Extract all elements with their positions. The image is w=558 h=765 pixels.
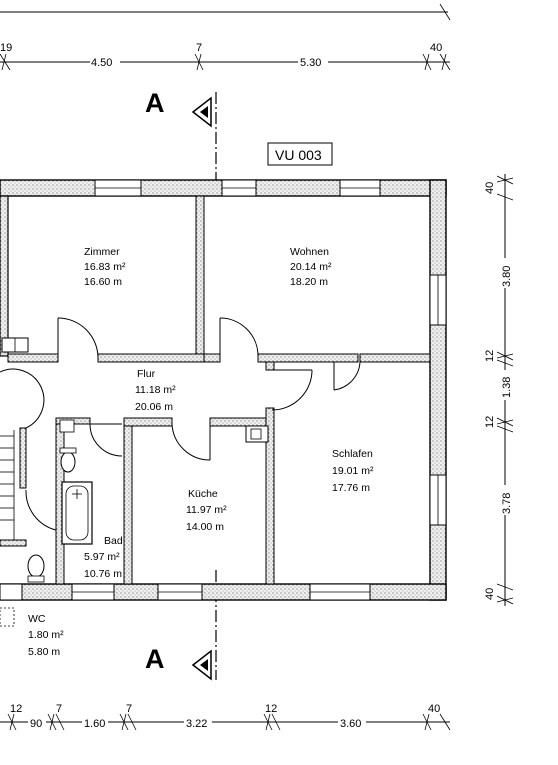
dim-bottom-4: 7: [126, 703, 132, 715]
dim-bottom-5: 3.22: [186, 718, 207, 730]
dim-bottom-1: 90: [30, 718, 42, 730]
dim-top-2: 7: [196, 42, 202, 54]
room-name: Zimmer: [84, 246, 120, 258]
room-name: Flur: [137, 368, 156, 380]
dim-bottom-3: 1.60: [84, 718, 105, 730]
dim-right-6: 40: [484, 588, 496, 600]
room-schlafen: Schlafen 19.01 m² 17.76 m: [332, 448, 374, 494]
room-wc: WC 1.80 m² 5.80 m: [28, 613, 64, 658]
room-bad: Bad 5.97 m² 10.76 m: [84, 535, 123, 580]
dim-right-4: 12: [484, 416, 496, 428]
room-area: 5.97 m²: [84, 551, 120, 563]
dim-top-3: 5.30: [300, 57, 321, 69]
room-perimeter: 16.60 m: [84, 276, 122, 288]
walls: [0, 179, 447, 601]
room-wohnen: Wohnen 20.14 m² 18.20 m: [290, 246, 332, 288]
room-zimmer: Zimmer 16.83 m² 16.60 m: [84, 246, 126, 288]
dim-bottom-7: 3.60: [340, 718, 361, 730]
dim-bottom-2: 7: [56, 703, 62, 715]
room-area: 11.18 m²: [135, 384, 176, 396]
room-area: 19.01 m²: [332, 465, 374, 477]
dim-right-0: 40: [484, 182, 496, 194]
room-perimeter: 14.00 m: [186, 521, 224, 533]
section-arrow-top: [191, 92, 217, 190]
dim-right-2: 12: [484, 350, 496, 362]
stairs: [0, 430, 15, 540]
room-name: WC: [28, 613, 46, 625]
room-perimeter: 5.80 m: [28, 646, 60, 658]
dimension-chain-bottom: [0, 713, 451, 731]
dim-top-4: 40: [430, 42, 442, 54]
room-area: 16.83 m²: [84, 261, 126, 273]
unit-label-box: [267, 142, 333, 166]
dim-top-1: 4.50: [91, 57, 112, 69]
dim-right-5: 3.78: [501, 493, 513, 514]
room-perimeter: 10.76 m: [84, 568, 122, 580]
dim-right-3: 1.38: [501, 377, 513, 398]
room-perimeter: 18.20 m: [290, 276, 328, 288]
section-mark-bottom: A: [145, 644, 165, 674]
fixtures: [0, 337, 269, 627]
room-name: Schlafen: [332, 448, 373, 460]
section-arrow-bottom: [191, 570, 217, 681]
dim-bottom-6: 12: [265, 703, 277, 715]
room-flur: Flur 11.18 m² 20.06 m: [135, 368, 176, 413]
room-name: Küche: [188, 488, 218, 500]
room-name: Bad: [104, 535, 123, 547]
dimension-chain-top: [0, 3, 451, 71]
room-kueche: Küche 11.97 m² 14.00 m: [186, 488, 227, 533]
dim-right-1: 3.80: [501, 266, 513, 287]
room-area: 20.14 m²: [290, 261, 332, 273]
room-perimeter: 17.76 m: [332, 482, 370, 494]
room-name: Wohnen: [290, 246, 329, 258]
dim-bottom-0: 12: [10, 703, 22, 715]
dim-top-0: 19: [0, 42, 12, 54]
room-perimeter: 20.06 m: [135, 401, 173, 413]
section-mark-top: A: [145, 88, 165, 118]
unit-label: VU 003: [275, 147, 322, 163]
room-area: 11.97 m²: [186, 504, 227, 516]
room-area: 1.80 m²: [28, 629, 64, 641]
doors: [0, 317, 361, 531]
dim-bottom-8: 40: [428, 703, 440, 715]
